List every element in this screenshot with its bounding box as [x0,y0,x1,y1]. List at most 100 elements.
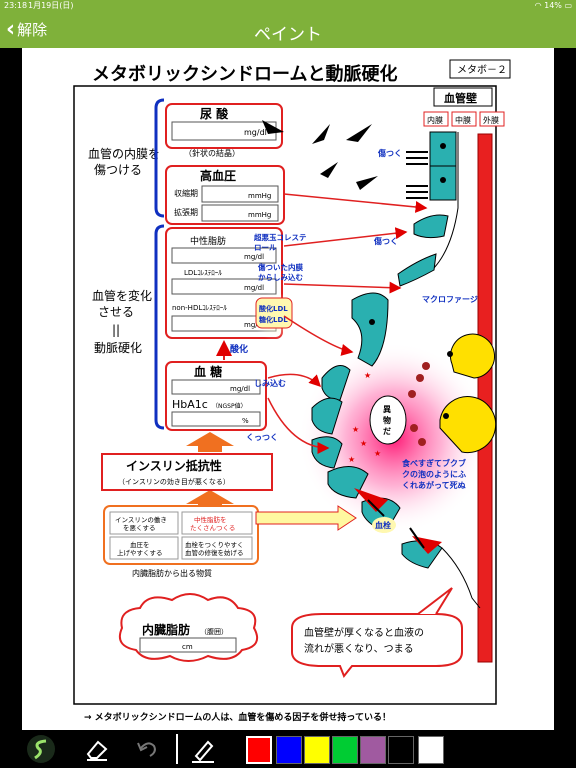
status-bar: 23:18 1月19日(日) ◠ 14% ▭ [0,0,576,12]
star-2: ★ [352,425,359,434]
brush-icon[interactable] [188,734,218,764]
pacman-2 [439,396,497,454]
substance-3a: 血圧を [130,540,150,549]
fat-dot-2 [422,362,430,370]
hba1c-field[interactable] [171,411,261,427]
label-stick: くっつく [246,433,278,442]
arrow-sugar-soak [267,373,322,388]
layer-media-box [451,111,477,127]
color-black[interactable] [388,736,414,764]
plaque-cell-2 [311,397,343,435]
heading-change-3: || [112,323,120,337]
bp-systolic-field[interactable] [201,185,279,203]
sheet-tag: メタボ－２ [457,64,507,76]
oxidized-ldl-badge [255,297,293,329]
eraser-icon[interactable] [82,734,112,764]
label-macrophage: マクロファージ [422,294,478,304]
sugar-field[interactable] [171,379,261,395]
layer-intima-box [423,111,449,127]
color-blue[interactable] [276,736,302,764]
oxidation-label: 酸化 [230,343,248,355]
sheet-title: メタボリックシンドロームと動脈硬化 [92,63,397,85]
color-red[interactable] [246,736,272,764]
battery-percent: 14% [544,1,562,10]
thrombus-label-bg [372,517,396,533]
status-date: 1月19日(日) [28,1,74,10]
fat-dot-3 [408,390,416,398]
insulin-box [101,453,273,491]
arrow-sugar-stick [267,397,330,454]
substance-cell-2 [181,511,253,535]
nav-bar: ‹ 解除 ペイント [0,12,576,48]
substance-cell-1 [109,511,179,535]
status-time: 23:18 [4,1,28,10]
substance-2b: たくさんつくる [190,524,235,532]
cilia-1 [406,151,428,165]
waist-field[interactable] [139,637,237,653]
bp-label: 高血圧 [200,168,236,183]
bubble-line-2: 流れが悪くなり、つまる [304,642,414,655]
back-label: 解除 [17,21,48,39]
crystal-4 [320,162,338,178]
fat-dot-1 [416,374,424,382]
color-green[interactable] [332,736,358,764]
sheet-frame [73,85,497,705]
cell-damaged-2 [397,253,437,287]
heading-change-2: させる [98,305,134,319]
color-white[interactable] [418,736,444,764]
color-purple[interactable] [360,736,386,764]
sheet-tag-box [449,59,511,79]
overeat-1: 食べすぎてブクブ [402,458,466,468]
cilia-2 [406,185,428,199]
crystal-1 [262,120,284,134]
bubble-line-1: 血管壁が厚くなると血液の [304,626,424,639]
label-hurt-1: 傷つく [377,148,402,158]
layer-adventitia: 外膜 [483,115,499,125]
bp-diastolic-field[interactable] [201,204,279,222]
cell-damaged-1 [413,214,449,239]
foreign-bubble [369,395,407,445]
heading-change-4: 動脈硬化 [94,341,142,355]
arrow-ldl-to-intima [283,281,402,294]
substance-4a: 血栓をつくりやすく [185,540,244,549]
substances-caption: 内臓脂肪から出る物質 [132,568,212,578]
undo-icon[interactable] [132,734,162,764]
yellow-arrow [255,505,357,531]
substance-2a: 中性脂肪を [194,515,227,524]
worksheet-diagram: メタボリックシンドロームと動脈硬化 メタボ－２ 血管の内膜を 傷つける 血管を変… [73,59,511,723]
star-3: ★ [360,439,367,448]
tg-field[interactable] [171,247,277,264]
visceral-label: 内臓脂肪 [142,622,190,637]
layer-media: 中膜 [455,115,471,125]
thrombus-arrows [367,499,425,549]
back-button[interactable]: ‹ 解除 [6,18,47,42]
sugar-label: 血 糖 [194,364,222,379]
fat-dot-5 [418,438,426,446]
hba1c-label: HbA1c [172,398,208,411]
pen-tool-icon[interactable] [26,734,56,764]
soak-hurt-2: からしみ込む [258,272,303,282]
bottom-bubble [291,613,463,678]
hba1c-unit: % [242,417,249,425]
star-5: ★ [348,455,355,464]
up-arrow-1 [186,432,234,452]
arrow-lipid-to-vessel [283,227,408,247]
lower-intima [441,547,481,609]
plaque-cell-1 [321,365,351,401]
media-line [433,132,459,269]
color-yellow[interactable] [304,736,330,764]
ldl-field[interactable] [171,278,277,295]
worksheet: メタボリックシンドロームと動脈硬化 メタボ－２ 血管の内膜を 傷つける 血管を変… [22,48,554,730]
bracket-bottom [154,224,165,430]
drawing-canvas[interactable]: メタボリックシンドロームと動脈硬化 メタボ－２ 血管の内膜を 傷つける 血管を変… [0,48,576,730]
chevron-left-icon: ‹ [6,17,16,42]
heading-damage-2: 傷つける [94,162,142,177]
cell-2-nucleus [440,177,446,183]
toolbar-divider [176,734,178,764]
bracket-top [154,98,165,218]
star-1: ★ [364,371,371,380]
waist-unit: cm [182,643,193,651]
nonhdl-label: non-HDLｺﾚｽﾃﾛｰﾙ [172,304,227,312]
label-hurt-2: 傷つく [373,236,398,246]
substance-1b: を悪くする [123,524,156,532]
